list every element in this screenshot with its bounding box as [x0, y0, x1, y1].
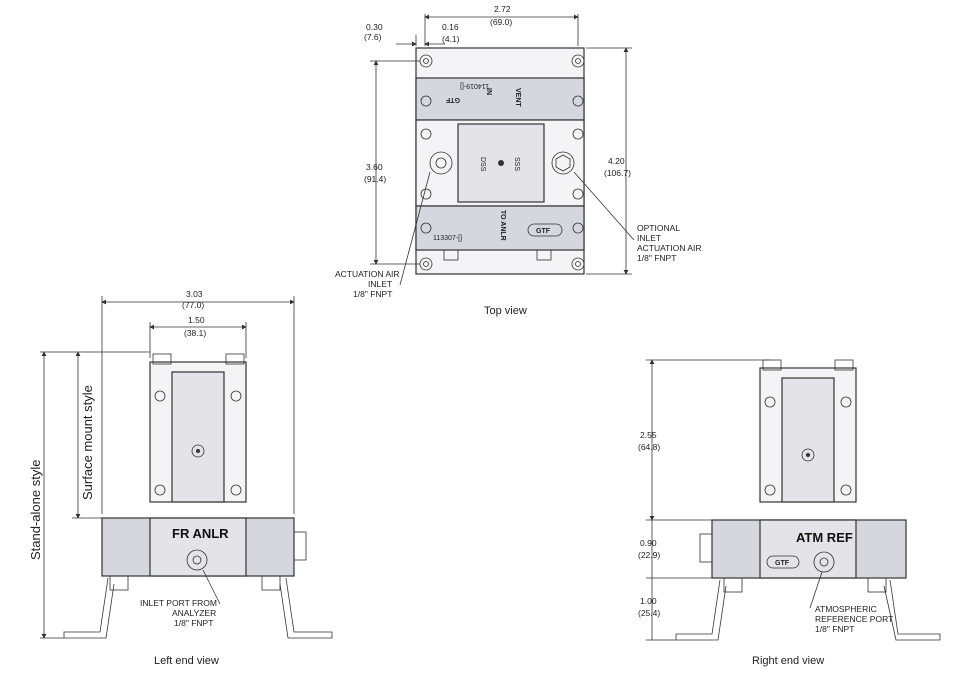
dim-left-inner-width-mm: (38.1)	[184, 328, 206, 338]
right-end-view: ATM REF GTF 2.55 (64.8) 0.90 (22.9) 1.00…	[638, 359, 941, 667]
block-label-fr-anlr: FR ANLR	[172, 526, 229, 541]
dim-right-height-mid-mm: (22.9)	[638, 550, 660, 560]
callout-actuation-line1: ACTUATION AIR	[335, 269, 400, 279]
port-icon	[429, 151, 453, 175]
dim-left-offset: 0.30	[366, 22, 383, 32]
dim-right-height-bottom: 1.00	[640, 596, 657, 606]
inlet-port-icon	[186, 549, 208, 571]
to-anlr-label: TO ANLR	[499, 210, 506, 241]
dim-inner-height-mm: (91.4)	[364, 174, 386, 184]
logo-text: GTF	[536, 228, 551, 235]
dim-hole-offset: 0.16	[442, 22, 459, 32]
bottom-part-number: 113307-[]	[433, 235, 462, 242]
dim-overall-height: 4.20	[608, 156, 625, 166]
dim-left-overall-width-mm: (77.0)	[182, 300, 204, 310]
caption-left-end-view: Left end view	[154, 655, 219, 667]
block-label-atm-ref: ATM REF	[796, 530, 853, 545]
callout-optional-line3: ACTUATION AIR	[637, 243, 702, 253]
surface-mount-style-label: Surface mount style	[80, 385, 95, 500]
atm-ref-port-icon	[813, 551, 835, 573]
callout-actuation-line3: 1/8" FNPT	[353, 289, 392, 299]
dss-label: DSS	[479, 157, 486, 172]
callout-inlet-line3: 1/8" FNPT	[174, 618, 213, 628]
dim-right-height-top: 2.55	[640, 430, 657, 440]
callout-atm-line2: REFERENCE PORT	[815, 614, 893, 624]
dim-hole-offset-mm: (4.1)	[442, 34, 460, 44]
dim-overall-width-mm: (69.0)	[490, 17, 512, 27]
dim-left-offset-mm: (7.6)	[364, 32, 382, 42]
stand-alone-style-label: Stand-alone style	[28, 460, 43, 560]
dim-overall-width: 2.72	[494, 4, 511, 14]
dim-right-height-mid: 0.90	[640, 538, 657, 548]
caption-top-view: Top view	[484, 305, 527, 317]
dim-right-height-top-mm: (64.8)	[638, 442, 660, 452]
in-label: IN	[485, 88, 492, 95]
dim-right-height-bottom-mm: (25.4)	[638, 608, 660, 618]
left-end-view: FR ANLR 3.03 (77.0) 1.50 (38.1) Stand-al…	[28, 289, 333, 667]
top-view: 114019-[] GTF IN VENT DSS SSS TO ANLR 11…	[335, 4, 702, 317]
callout-optional-line2: INLET	[637, 233, 661, 243]
top-part-number: 114019-[]	[460, 82, 489, 89]
dim-left-overall-width: 3.03	[186, 289, 203, 299]
callout-inlet-line2: ANALYZER	[172, 608, 216, 618]
dim-left-inner-width: 1.50	[188, 315, 205, 325]
logo-text: GTF	[775, 560, 790, 567]
callout-optional-line1: OPTIONAL	[637, 223, 680, 233]
dim-inner-height: 3.60	[366, 162, 383, 172]
port-icon	[551, 151, 575, 175]
callout-atm-line3: 1/8" FNPT	[815, 624, 854, 634]
callout-actuation-line2: INLET	[368, 279, 392, 289]
callout-inlet-line1: INLET PORT FROM	[140, 598, 217, 608]
dim-overall-height-mm: (106.7)	[604, 168, 631, 178]
caption-right-end-view: Right end view	[752, 655, 824, 667]
vent-label: VENT	[514, 88, 521, 107]
logo-text: GTF	[445, 96, 460, 103]
callout-optional-line4: 1/8" FNPT	[637, 253, 676, 263]
sss-label: SSS	[513, 157, 520, 171]
callout-atm-line1: ATMOSPHERIC	[815, 604, 877, 614]
